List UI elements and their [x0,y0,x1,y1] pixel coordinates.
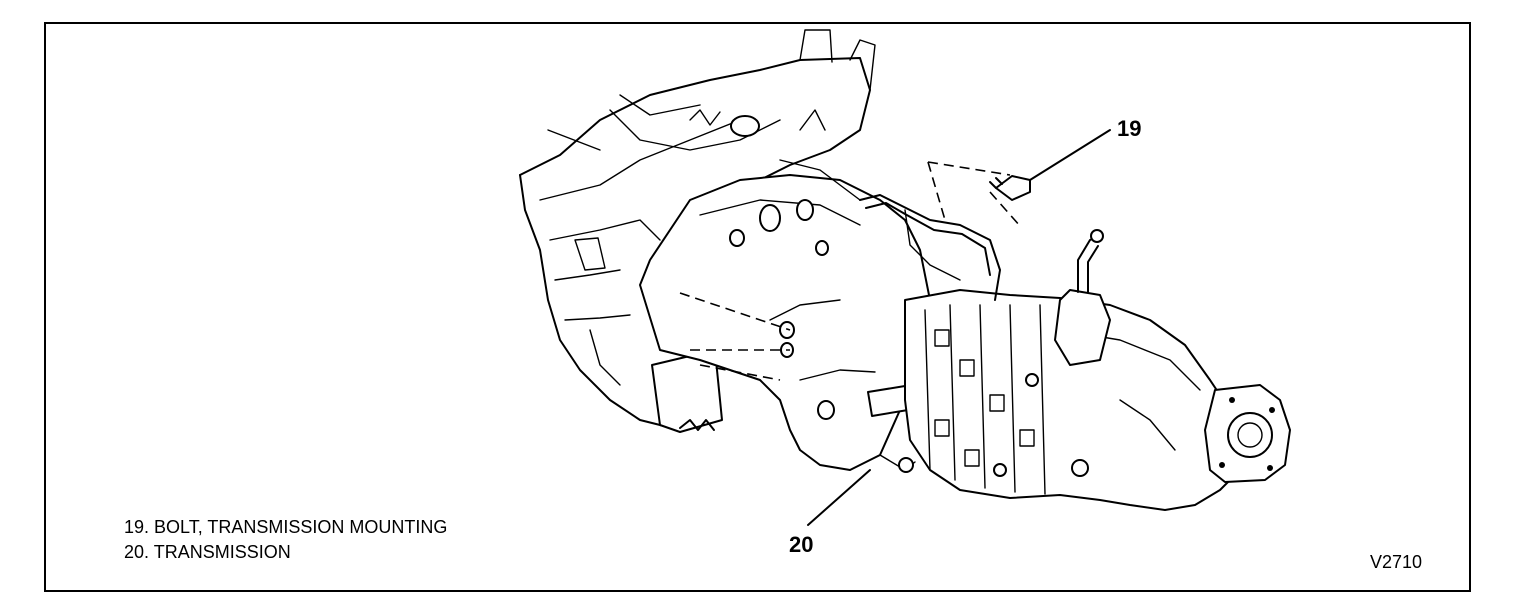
alignment-lines [679,161,1021,381]
hydraulic-line [779,159,1001,301]
figure-code: V2710 [1370,552,1423,572]
shifter-tower [1054,229,1111,366]
callout-19-leader [1029,129,1111,181]
callout-20: 20 [789,532,814,557]
legend-item-20: 20. TRANSMISSION [124,542,291,562]
engine-block [519,29,876,431]
transmission-case [904,289,1246,511]
mounting-bolt [989,175,1031,201]
figure-frame [44,22,1471,592]
bellhousing [639,174,931,473]
callout-19: 19 [1117,116,1142,141]
output-flange [1204,384,1291,483]
legend-item-19: 19. BOLT, TRANSMISSION MOUNTING [124,517,448,537]
legend: 19. BOLT, TRANSMISSION MOUNTING 20. TRAN… [124,515,447,565]
callout-20-leader [807,469,871,526]
